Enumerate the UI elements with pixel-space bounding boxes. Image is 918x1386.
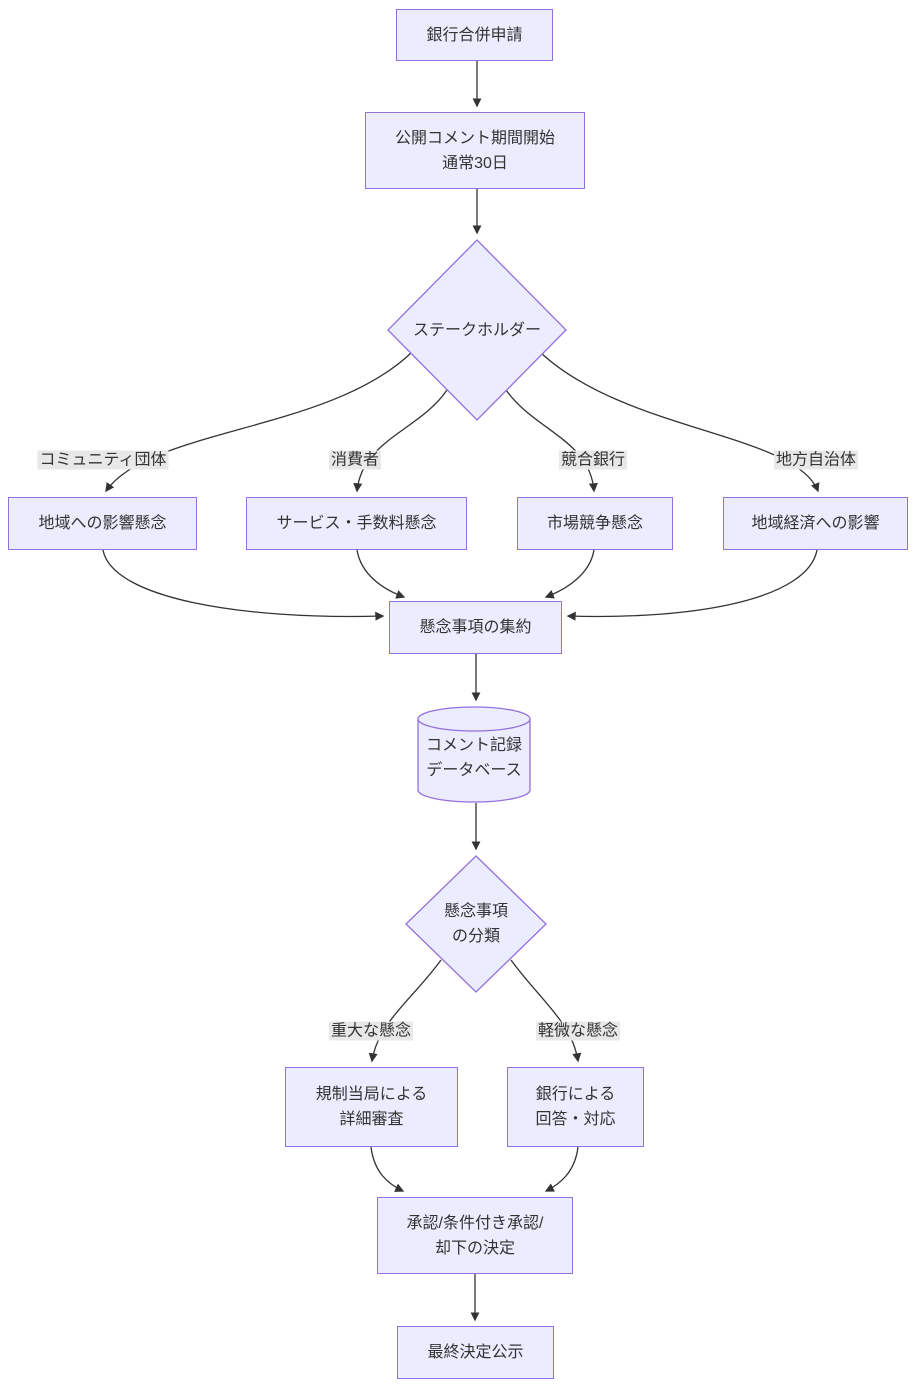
node-decision-line1: 承認/条件付き承認/: [406, 1214, 544, 1232]
node-aggregate-label: 懸念事項の集約: [419, 619, 532, 636]
node-bank-response-line1: 銀行による: [535, 1086, 616, 1103]
edge-label-community-groups: コミュニティ団体: [37, 450, 169, 470]
node-comment-period: 公開コメント期間開始 通常30日: [365, 112, 585, 189]
edge-label-minor-concern: 軽微な懸念: [535, 1021, 621, 1041]
node-community-impact: 地域への影響懸念: [8, 497, 197, 550]
node-regulator-review-line2: 詳細審査: [339, 1111, 404, 1128]
edge-bank-response-to-decision: [544, 1146, 579, 1192]
node-classification-line1: 懸念事項: [443, 903, 508, 920]
node-final-announcement-label: 最終決定公示: [427, 1344, 524, 1361]
node-decision: 承認/条件付き承認/ 却下の決定: [377, 1197, 573, 1274]
node-market-competition-label: 市場競争懸念: [546, 515, 643, 532]
node-decision-line2: 却下の決定: [434, 1239, 515, 1257]
node-stakeholder-label: ステークホルダー: [412, 321, 541, 339]
edge-regulator-review-to-decision: [370, 1146, 405, 1192]
node-regulator-review-line1: 規制当局による: [315, 1086, 428, 1103]
node-aggregate: 懸念事項の集約: [389, 601, 562, 654]
database-cylinder-top: [417, 706, 531, 732]
edge-label-local-governments: 地方自治体: [773, 450, 859, 470]
edge-stakeholder-to-community-impact: [105, 351, 413, 493]
database-cylinder-shape: [417, 718, 531, 803]
edge-stakeholder-to-service-fee: [353, 389, 448, 493]
node-service-fee-label: サービス・手数料懸念: [276, 515, 437, 532]
stakeholder-diamond-shape: [387, 239, 567, 421]
edge-label-serious-concern: 重大な懸念: [328, 1021, 414, 1041]
edge-market-competition-to-aggregate: [544, 549, 595, 599]
node-comment-period-line2: 通常30日: [442, 154, 508, 172]
node-final-announcement: 最終決定公示: [397, 1326, 554, 1379]
edge-label-competing-banks: 競合銀行: [558, 450, 628, 470]
edge-classification-to-bank-response: [510, 959, 582, 1063]
node-classification-line2: の分類: [451, 928, 500, 945]
node-stakeholder: ステークホルダー: [388, 240, 566, 420]
node-market-competition: 市場競争懸念: [517, 497, 673, 550]
edge-stakeholder-to-regional-economy: [539, 351, 820, 493]
node-comment-database: コメント記録 データベース: [418, 728, 530, 788]
node-comment-period-line1: 公開コメント期間開始: [394, 129, 555, 147]
edge-service-fee-to-aggregate: [356, 549, 406, 599]
edge-label-consumers: 消費者: [328, 450, 382, 470]
edge-community-impact-to-aggregate: [102, 549, 385, 621]
classification-diamond-shape: [405, 855, 547, 993]
node-classification: 懸念事項 の分類: [406, 856, 546, 992]
node-community-impact-label: 地域への影響懸念: [38, 515, 167, 532]
node-comment-database-line1: コメント記録: [425, 737, 522, 754]
edge-regional-economy-to-aggregate: [566, 549, 818, 621]
node-service-fee: サービス・手数料懸念: [246, 497, 467, 550]
node-application-label: 銀行合併申請: [426, 26, 523, 44]
node-bank-response-line2: 回答・対応: [535, 1111, 616, 1128]
node-regional-economy-label: 地域経済への影響: [751, 515, 880, 532]
node-regional-economy: 地域経済への影響: [723, 497, 908, 550]
edge-classification-to-regulator-review: [368, 959, 442, 1063]
node-bank-response: 銀行による 回答・対応: [507, 1067, 644, 1147]
node-regulator-review: 規制当局による 詳細審査: [285, 1067, 458, 1147]
node-application: 銀行合併申請: [396, 9, 553, 61]
node-comment-database-line2: データベース: [426, 762, 522, 779]
edge-stakeholder-to-market-competition: [505, 389, 598, 493]
